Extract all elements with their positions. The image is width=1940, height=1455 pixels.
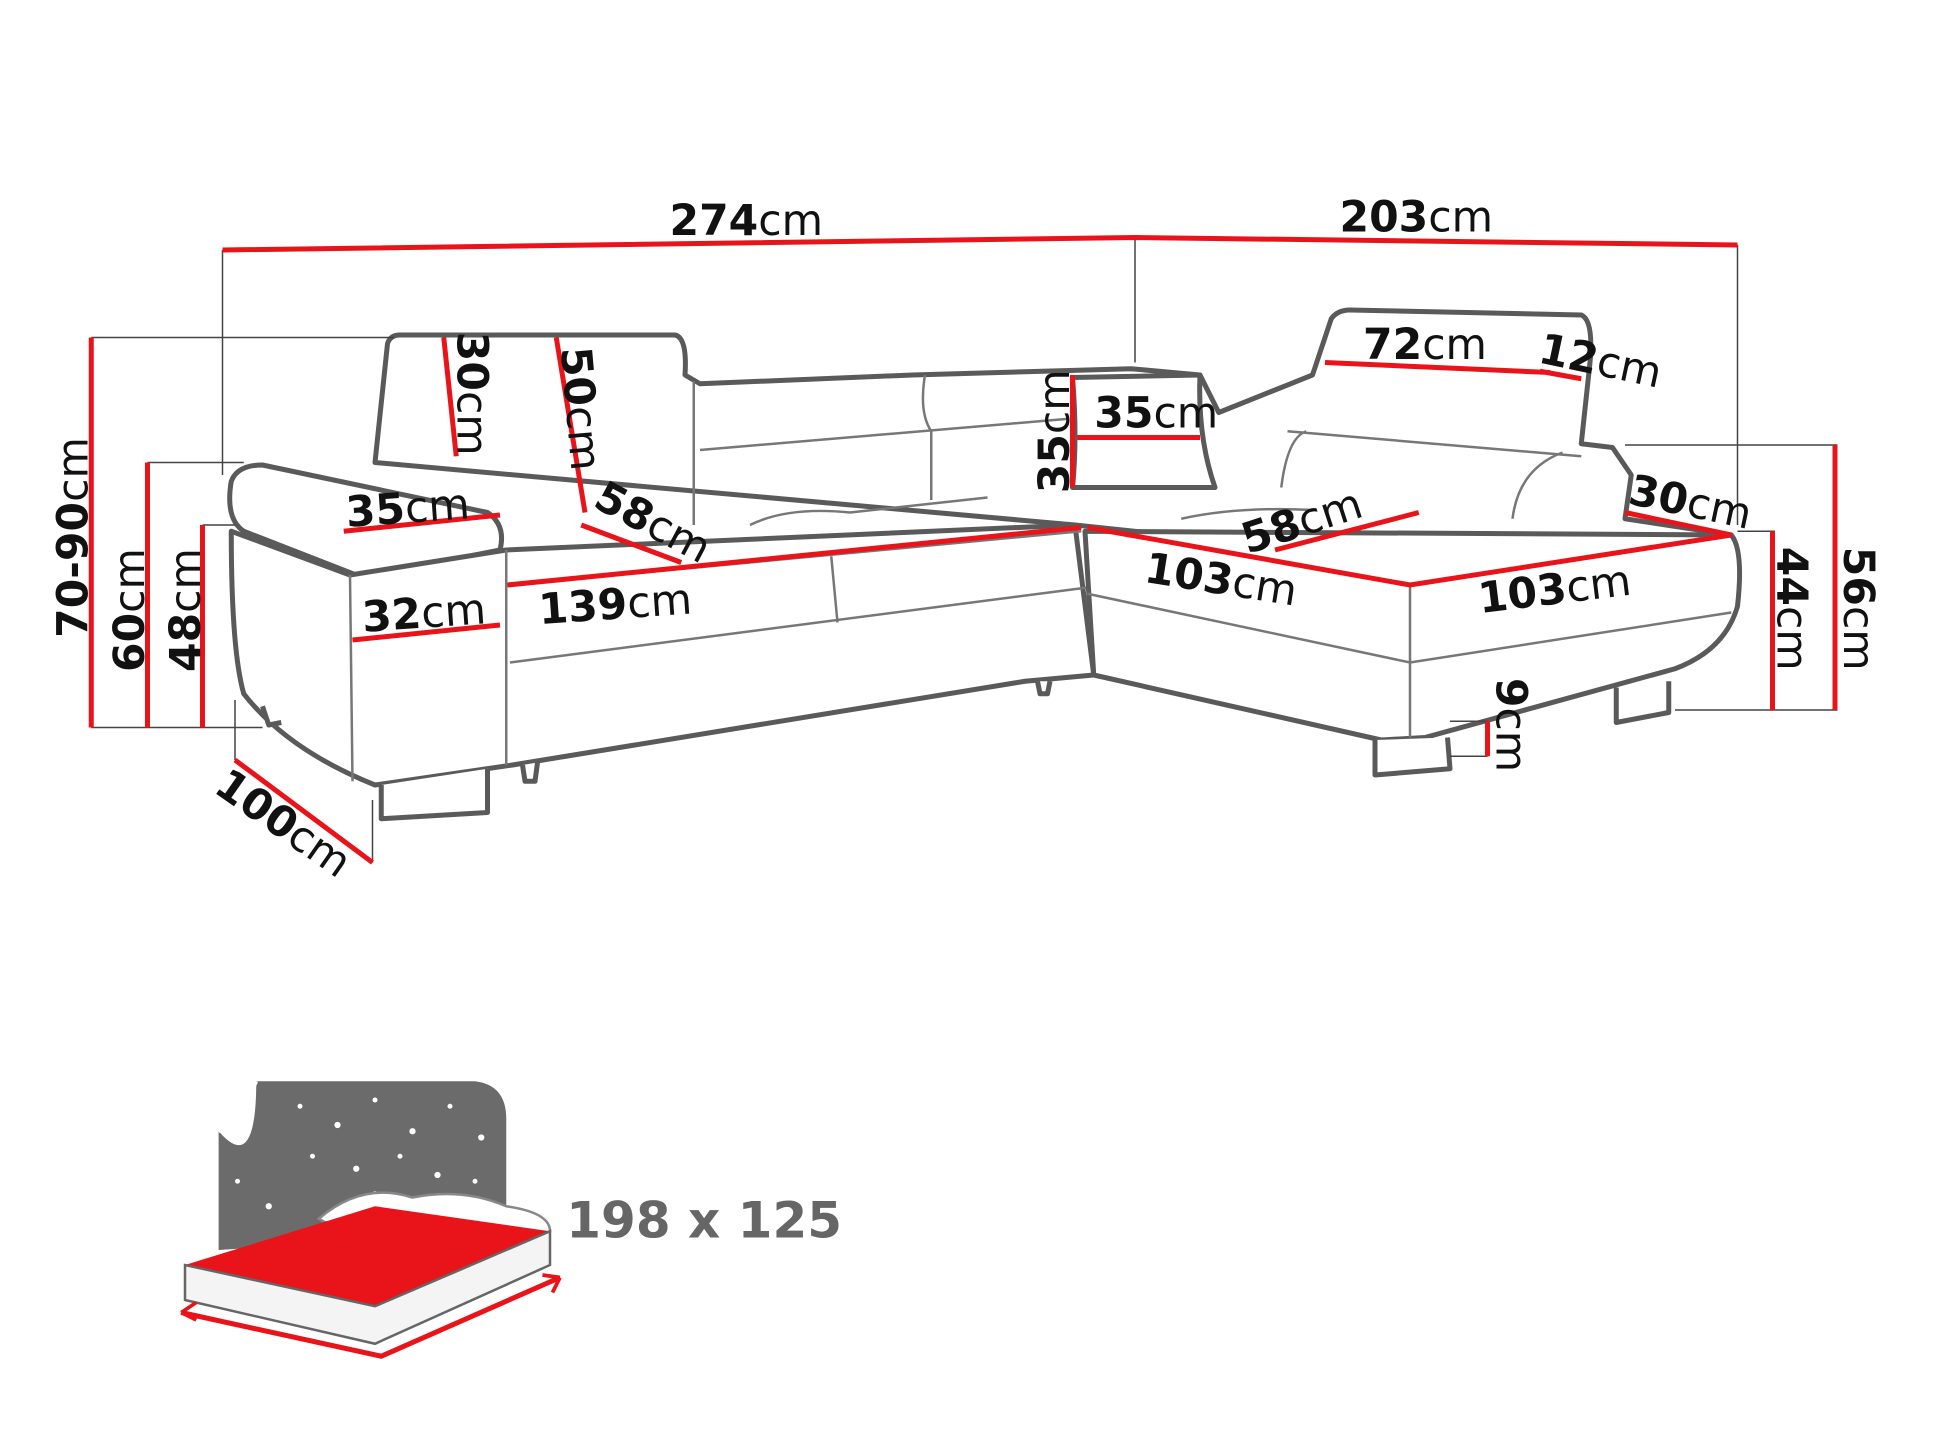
label-100: 100cm xyxy=(206,760,360,888)
label-32: 32cm xyxy=(361,585,488,643)
label-50: 50cm xyxy=(550,345,610,473)
label-60: 60cm xyxy=(106,548,155,672)
extension-lines xyxy=(91,237,1838,863)
label-56: 56cm xyxy=(1833,547,1882,671)
label-139: 139cm xyxy=(537,575,694,635)
label-35-arm: 35cm xyxy=(344,480,471,538)
label-203: 203cm xyxy=(1340,193,1494,242)
dimension-lines xyxy=(88,234,1838,865)
sofa-drawing xyxy=(227,307,1743,822)
label-274: 274cm xyxy=(670,197,823,246)
label-70-90: 70-90cm xyxy=(50,437,99,638)
label-35-pillow-w: 35cm xyxy=(1094,390,1218,439)
sleep-function-icon: 198 x 125 xyxy=(180,1080,842,1359)
label-48: 48cm xyxy=(162,548,211,672)
dimension-labels: 274cm 203cm 70-90cm 60cm 48cm 100cm 30cm… xyxy=(50,193,1882,888)
bed-size-label: 198 x 125 xyxy=(566,1192,842,1250)
label-103-right: 103cm xyxy=(1475,557,1633,624)
label-44: 44cm xyxy=(1767,547,1816,671)
label-30-headrest: 30cm xyxy=(447,332,496,456)
label-35-pillow-h: 35cm xyxy=(1031,369,1080,493)
label-72: 72cm xyxy=(1363,321,1487,370)
label-9: 9cm xyxy=(1485,678,1534,772)
